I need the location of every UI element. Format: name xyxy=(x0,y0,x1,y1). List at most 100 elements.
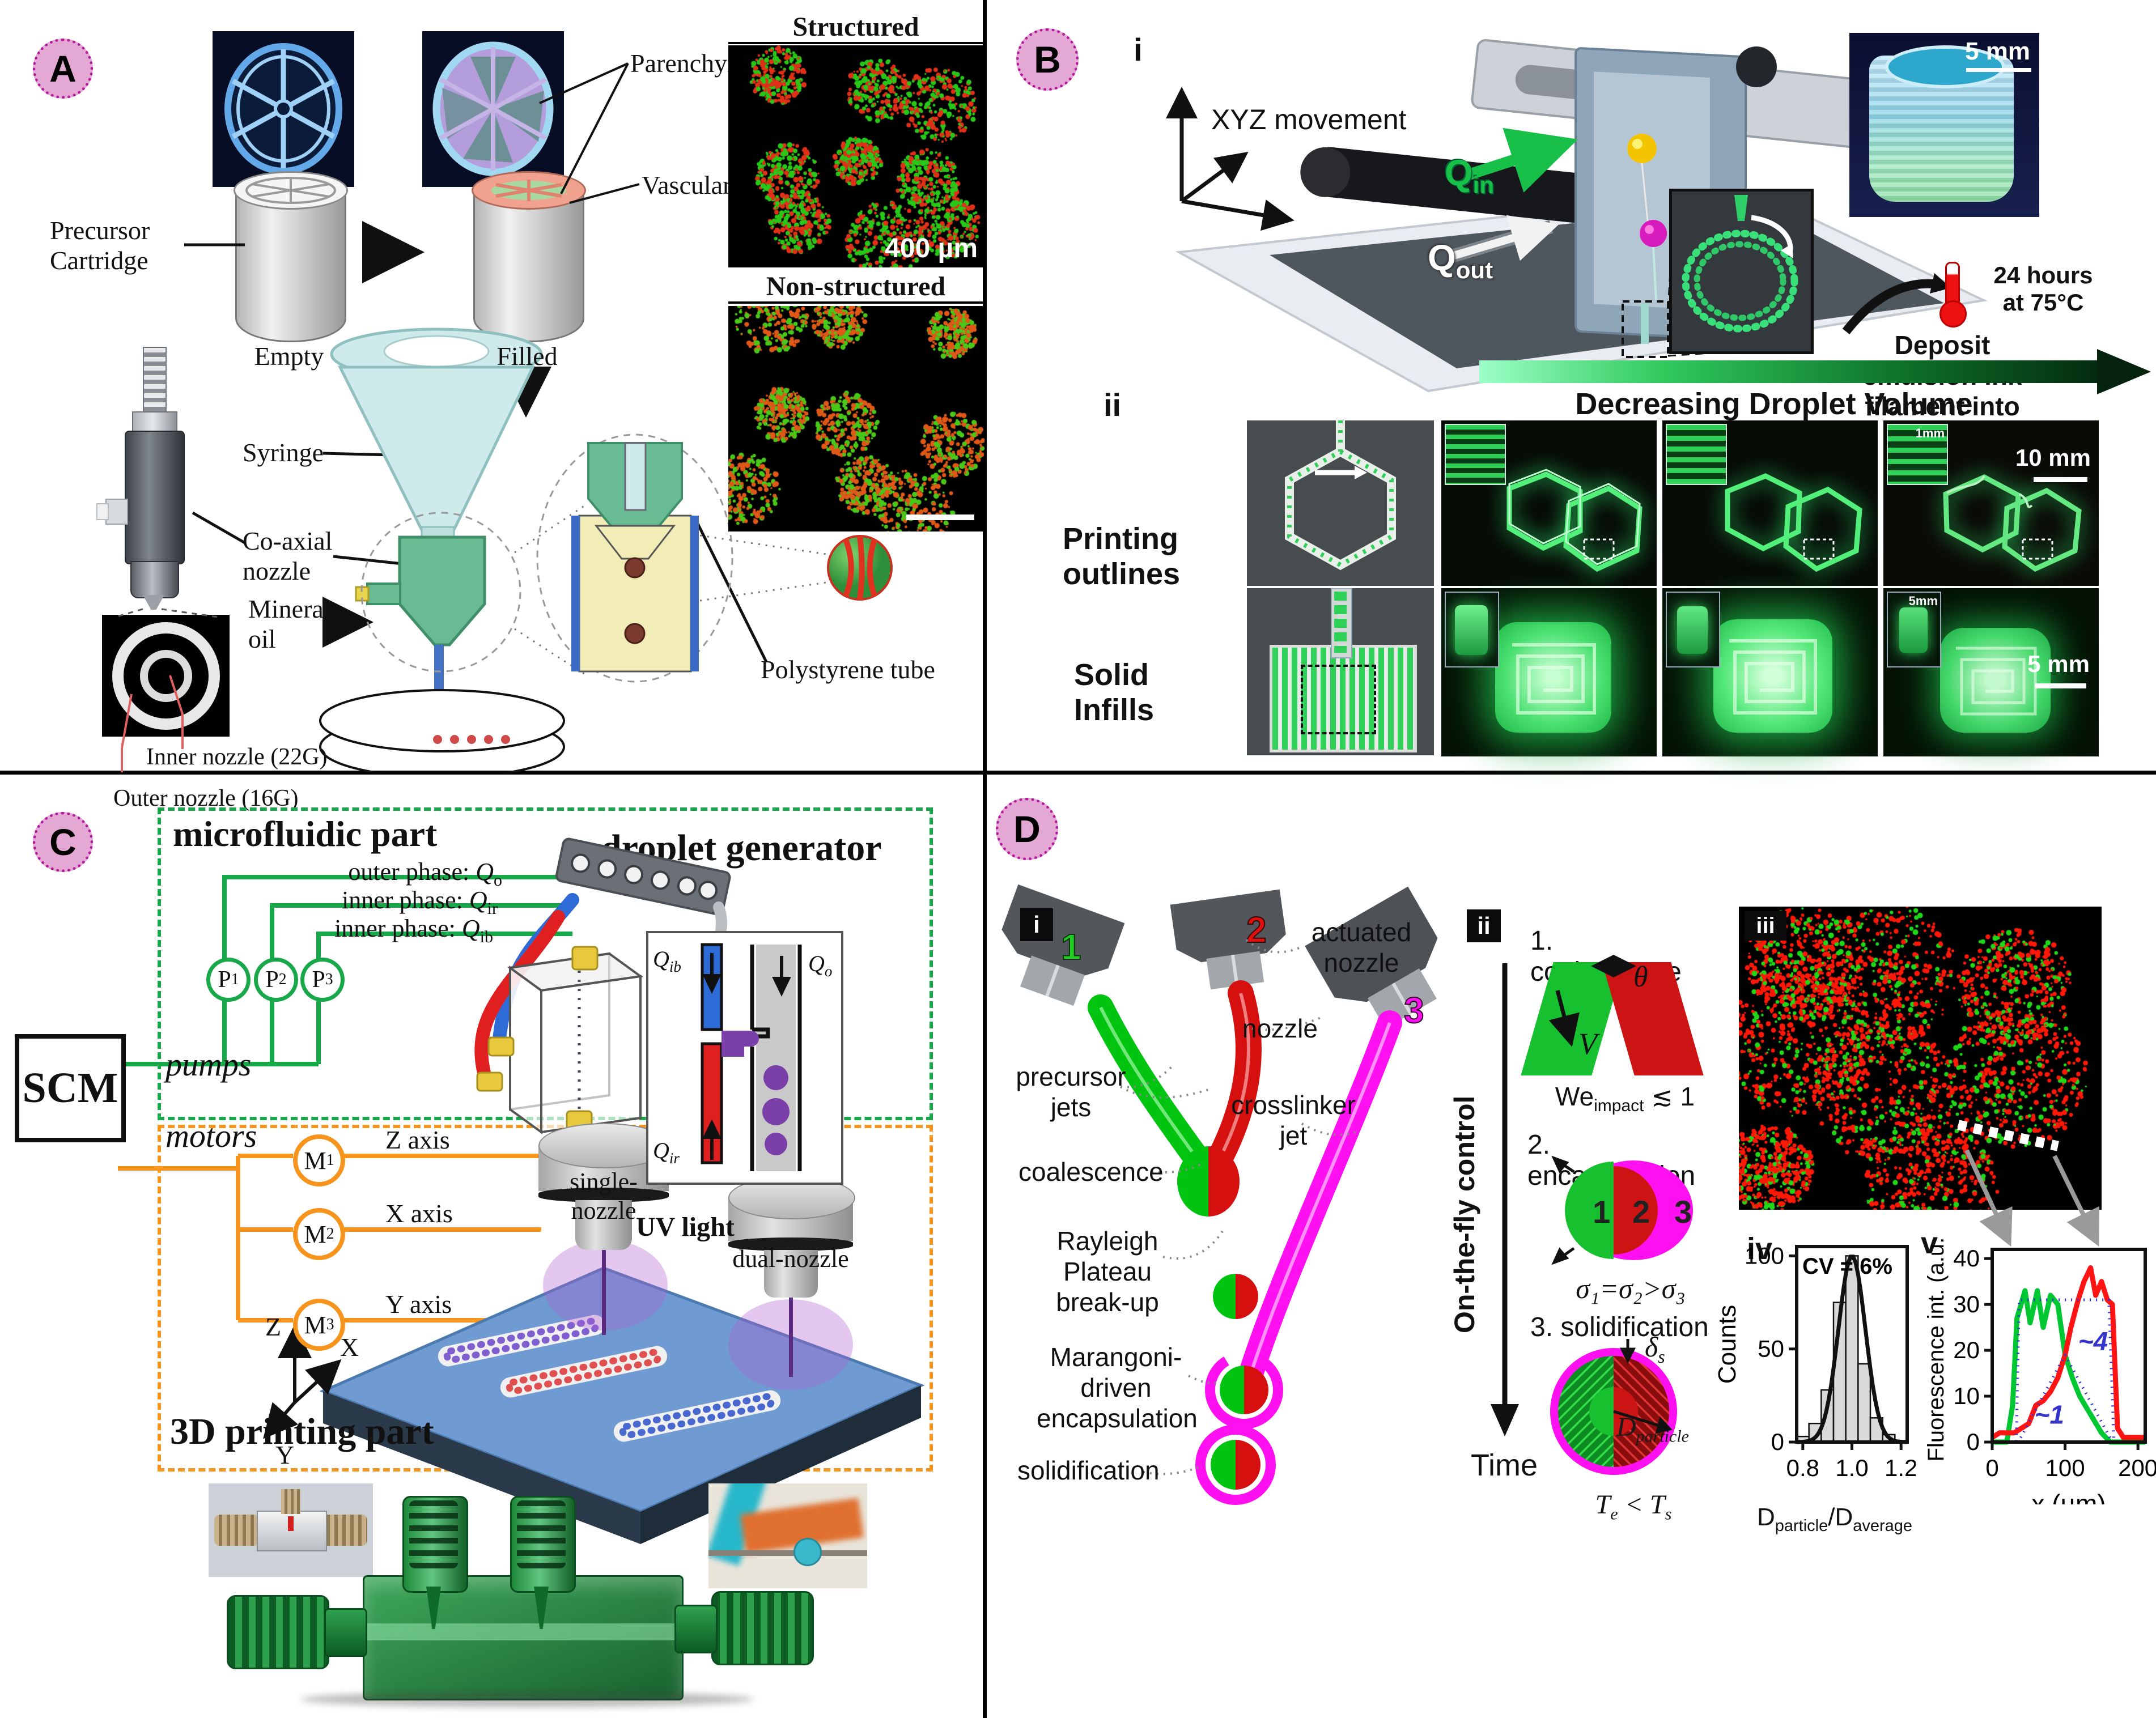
droplet-generator-inset: Qib Qo Qir xyxy=(646,931,843,1185)
d-particle-sub: particle xyxy=(1636,1427,1689,1446)
delta-sub: s xyxy=(1658,1346,1665,1367)
coalescence-arrows xyxy=(1530,942,1712,1084)
y-axis-label: Y axis xyxy=(385,1289,476,1319)
panel-d-i-marker: i xyxy=(1020,908,1053,941)
nozzle-3-number: 3 xyxy=(1404,990,1424,1031)
panel-a: A xyxy=(0,0,984,772)
outline-inset-3: 1mm xyxy=(1887,424,1948,485)
infill-schematic-beads xyxy=(1334,592,1347,653)
q-in-label: Qin xyxy=(1445,152,1494,199)
panel-c: C microfluidic part droplet generator xyxy=(0,772,984,1718)
coalescence-label: coalescence xyxy=(1018,1156,1160,1187)
nozzle-1-number: 1 xyxy=(1061,926,1081,967)
outline-photo-3: 1mm 10 mm xyxy=(1883,420,2099,586)
svg-text:0: 0 xyxy=(1771,1428,1784,1455)
empty-label: Empty xyxy=(244,341,334,371)
panel-d-iii-marker: iii xyxy=(1745,911,1786,941)
te-op: < xyxy=(1618,1490,1650,1520)
gen-q-o-main: Q xyxy=(808,951,825,976)
non-structured-micrograph xyxy=(728,306,984,531)
d-particle-main: D xyxy=(1616,1412,1636,1442)
velocity-label: V xyxy=(1578,1026,1597,1061)
m2-main: M xyxy=(304,1220,326,1249)
we-rest: ≲ 1 xyxy=(1644,1082,1695,1111)
cad-collar-left xyxy=(324,1608,367,1657)
inner-phase-ir-q: Q xyxy=(469,886,487,914)
micrograph-pointer-arrows xyxy=(1942,1135,2124,1254)
svg-text:0: 0 xyxy=(1985,1455,1998,1481)
polystyrene-label: Polystyrene tube xyxy=(761,654,942,684)
pump-p1: P1 xyxy=(206,958,251,1002)
precursor-jets-label: precursor jets xyxy=(1016,1061,1126,1122)
infill-inset-2 xyxy=(1666,592,1720,667)
panel-d-iii-text: iii xyxy=(1756,913,1775,939)
svg-text:~1: ~1 xyxy=(2035,1400,2064,1430)
infill-inset-3-cyl xyxy=(1899,607,1928,653)
scm-text: SCM xyxy=(23,1064,118,1113)
coaxial-nozzle-label: Co-axial nozzle xyxy=(243,526,345,586)
gen-q-o-sub: o xyxy=(825,963,833,980)
m1-main: M xyxy=(304,1146,326,1175)
pumps-label: pumps xyxy=(165,1045,279,1083)
coord-z: Z xyxy=(265,1312,281,1342)
scm-box: SCM xyxy=(15,1034,126,1142)
svg-text:~4: ~4 xyxy=(2078,1326,2108,1356)
m1-sub: 1 xyxy=(326,1151,334,1170)
junction-channel xyxy=(708,1550,867,1556)
inner-phase-ib-text: inner phase: xyxy=(334,915,462,942)
sigma-label: σ₁=σ₂>σ₃ xyxy=(1560,1272,1701,1305)
gen-q-ib-sub: ib xyxy=(669,958,681,975)
non-structured-title: Non-structured xyxy=(737,271,975,302)
svg-text:50: 50 xyxy=(1758,1336,1784,1362)
structured-underline xyxy=(728,42,984,44)
q-out-label: Qout xyxy=(1428,237,1493,284)
panel-b: B i xyxy=(984,0,2156,772)
crosslinker-jet-label: crosslinker jet xyxy=(1228,1090,1359,1151)
xyz-movement-label: XYZ movement xyxy=(1211,103,1427,136)
d-ratio-slash: / xyxy=(1828,1503,1835,1531)
outline-photo-1 xyxy=(1441,420,1657,586)
outline-schematic-art xyxy=(1247,420,1434,586)
svg-text:1.0: 1.0 xyxy=(1835,1455,1868,1481)
svg-text:Counts: Counts xyxy=(1713,1305,1741,1384)
scale-10mm-bar xyxy=(2034,477,2087,482)
svg-text:Fluorescence int. (a.u.): Fluorescence int. (a.u.) xyxy=(1924,1238,1949,1462)
coord-x: X xyxy=(340,1332,359,1362)
cad-tower-2-coil xyxy=(517,1500,566,1568)
d-ratio-label: Dparticle/Daverage xyxy=(1741,1503,1928,1536)
ts: T xyxy=(1650,1490,1665,1520)
cad-tower-1-coil xyxy=(409,1500,458,1568)
on-the-fly-label: On-the-fly control xyxy=(1448,1078,1483,1350)
z-axis-label: Z axis xyxy=(385,1125,476,1155)
inner-phase-ir-text: inner phase: xyxy=(342,886,469,914)
infill-schematic-dashedbox xyxy=(1301,665,1376,734)
cad-thread-right xyxy=(711,1591,814,1665)
rayleigh-label: Rayleigh Plateau break-up xyxy=(1048,1226,1167,1317)
outline-schematic xyxy=(1247,420,1434,586)
p1-sub: 1 xyxy=(231,971,239,989)
cure-time-label: 24 hours at 75°C xyxy=(1978,262,2108,316)
p1-main: P xyxy=(218,966,231,993)
infill-photo-2 xyxy=(1662,588,1878,756)
svg-text:0.8: 0.8 xyxy=(1786,1455,1819,1481)
svg-text:1.2: 1.2 xyxy=(1885,1455,1916,1481)
actuated-nozzle-label: actuated nozzle xyxy=(1299,917,1424,978)
profile-chart: 0102030400100200~4~1Fluorescence int. (a… xyxy=(1924,1238,2156,1504)
gen-q-ib-main: Q xyxy=(653,946,669,972)
non-structured-scalebar xyxy=(906,514,974,520)
te-ts-label: Te < Ts xyxy=(1580,1489,1687,1524)
structured-title: Structured xyxy=(754,11,958,42)
q-out-sub: out xyxy=(1456,257,1493,283)
infill-inset-2-cyl xyxy=(1677,606,1708,654)
panel-b-ii-marker: ii xyxy=(1104,386,1121,423)
infill-spiral-1 xyxy=(1495,622,1611,733)
infill-photo-1 xyxy=(1441,588,1657,756)
gen-q-ir-label: Qir xyxy=(653,1137,680,1167)
infill-schematic xyxy=(1247,588,1434,755)
gen-q-ir-sub: ir xyxy=(669,1150,680,1167)
p2-main: P xyxy=(265,966,278,993)
filament-ring-icon xyxy=(1672,192,1811,351)
gen-q-ib-label: Qib xyxy=(653,946,681,976)
m2-sub: 2 xyxy=(326,1225,334,1243)
